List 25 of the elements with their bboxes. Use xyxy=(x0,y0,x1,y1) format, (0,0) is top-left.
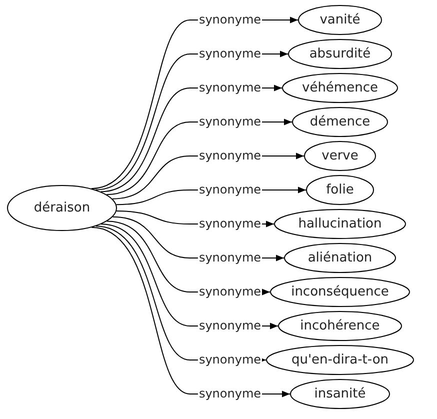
edge-label: synonyme xyxy=(198,252,262,264)
edge-label: synonyme xyxy=(198,354,262,366)
edge-label: synonyme xyxy=(198,286,262,298)
edge-label: synonyme xyxy=(198,150,262,162)
node-label: folie xyxy=(325,182,355,198)
node-label: insanité xyxy=(313,386,367,402)
node-label: qu'en-dira-t-on xyxy=(290,352,390,368)
node-label: aliénation xyxy=(306,250,374,266)
edge-label: synonyme xyxy=(198,48,262,60)
node-label: absurdité xyxy=(308,46,372,62)
node-label: hallucination xyxy=(297,216,383,232)
node-label: déraison xyxy=(32,200,92,216)
node-label: vanité xyxy=(318,12,362,28)
edge-label: synonyme xyxy=(198,218,262,230)
node-label: démence xyxy=(308,114,372,130)
node-label: verve xyxy=(320,148,360,164)
edge-label: synonyme xyxy=(198,14,262,26)
edge-label: synonyme xyxy=(198,320,262,332)
node-label: inconséquence xyxy=(290,284,390,300)
node-label: véhémence xyxy=(301,80,379,96)
edge-label: synonyme xyxy=(198,184,262,196)
edge-label: synonyme xyxy=(198,388,262,400)
edge-label: synonyme xyxy=(198,82,262,94)
edge-label: synonyme xyxy=(198,116,262,128)
node-label: incohérence xyxy=(299,318,381,334)
